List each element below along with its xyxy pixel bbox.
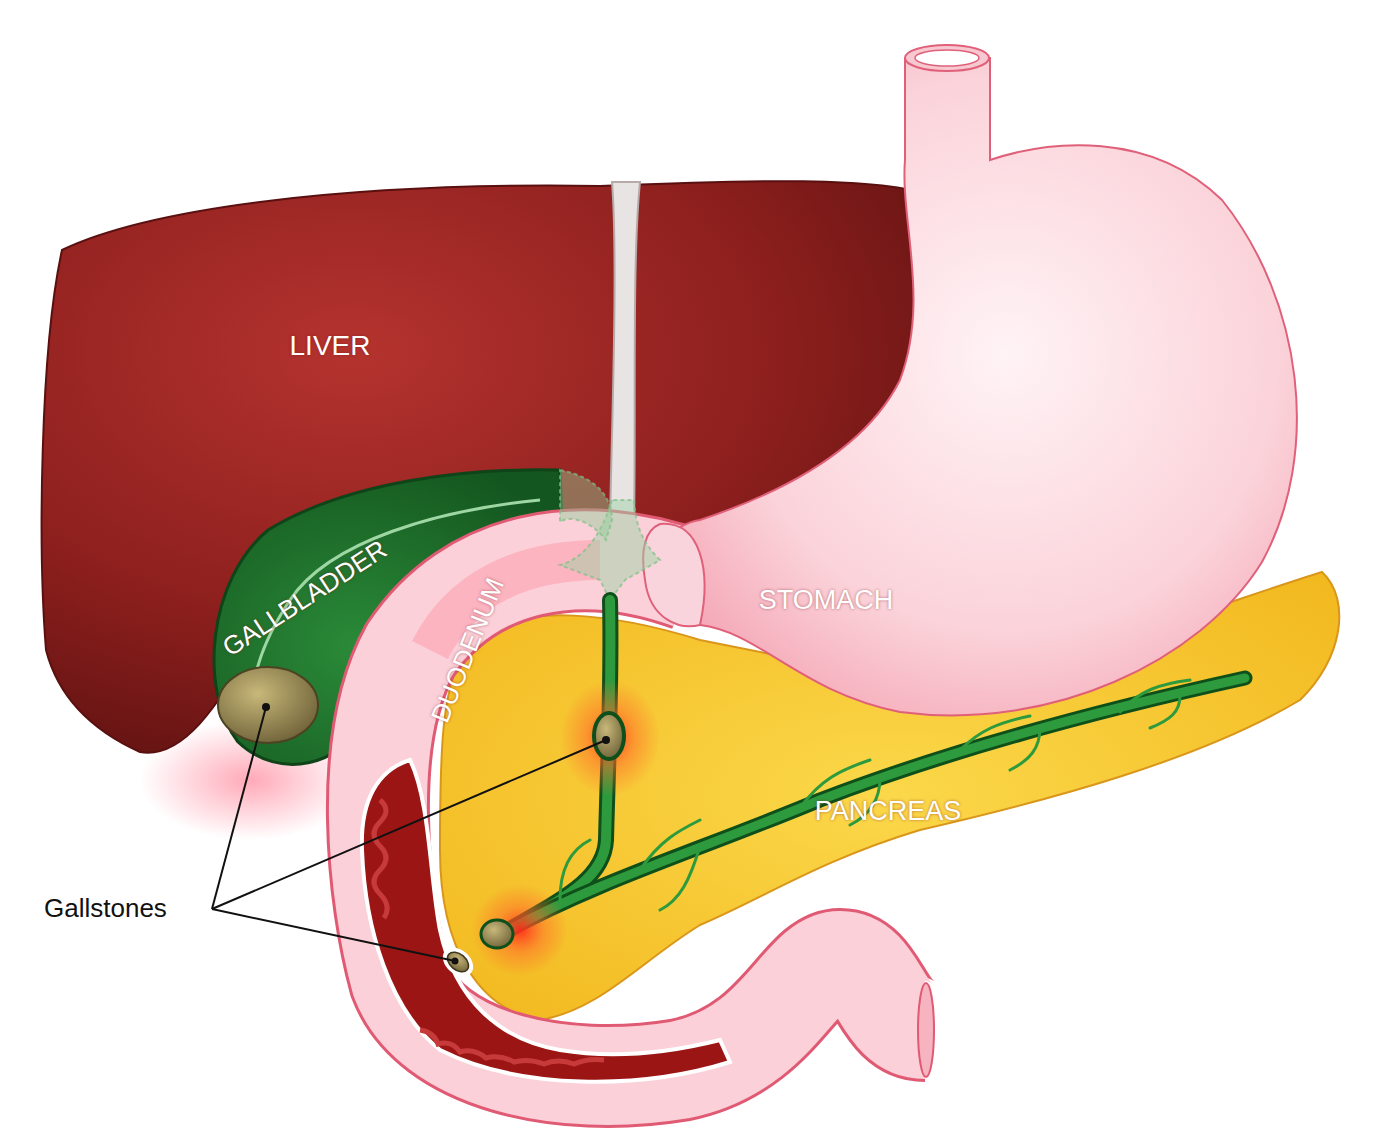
pancreatic-duct <box>505 678 1245 932</box>
gallstone <box>444 948 473 976</box>
esophagus-lumen <box>915 50 979 66</box>
leader-dot <box>452 958 459 965</box>
gallstone <box>437 942 478 982</box>
organ-label: STOMACH <box>759 586 894 616</box>
duodenum-glow <box>430 560 600 650</box>
leader-line <box>212 740 606 909</box>
organ-label: LIVER <box>290 331 371 362</box>
pylorus <box>643 524 704 626</box>
leader-line <box>212 707 266 909</box>
leader-line <box>212 909 455 961</box>
pancreatic-duct <box>505 678 1245 932</box>
gallstone <box>481 920 513 948</box>
esophagus-opening <box>905 45 989 71</box>
duodenum-folds <box>374 800 604 1064</box>
gallstone <box>218 667 318 743</box>
duodenum-cutaway <box>362 760 730 1082</box>
pancreatic-branches <box>560 680 1190 910</box>
leader-dot <box>262 703 270 711</box>
gallstone <box>594 713 624 759</box>
leader-lines <box>212 707 606 961</box>
duodenum-opening <box>918 983 934 1077</box>
stomach-shape <box>651 58 1297 715</box>
falciform-ligament <box>610 182 640 520</box>
inflammation-glow <box>472 884 568 976</box>
organ-label: DUODENUM <box>426 574 510 727</box>
callout-label: Gallstones <box>44 894 167 923</box>
leader-dot <box>602 736 610 744</box>
organ-label: GALLBLADDER <box>218 534 392 661</box>
cystic-duct <box>560 470 612 540</box>
inflammation-glow <box>560 680 660 796</box>
organ-label: PANCREAS <box>815 797 962 827</box>
